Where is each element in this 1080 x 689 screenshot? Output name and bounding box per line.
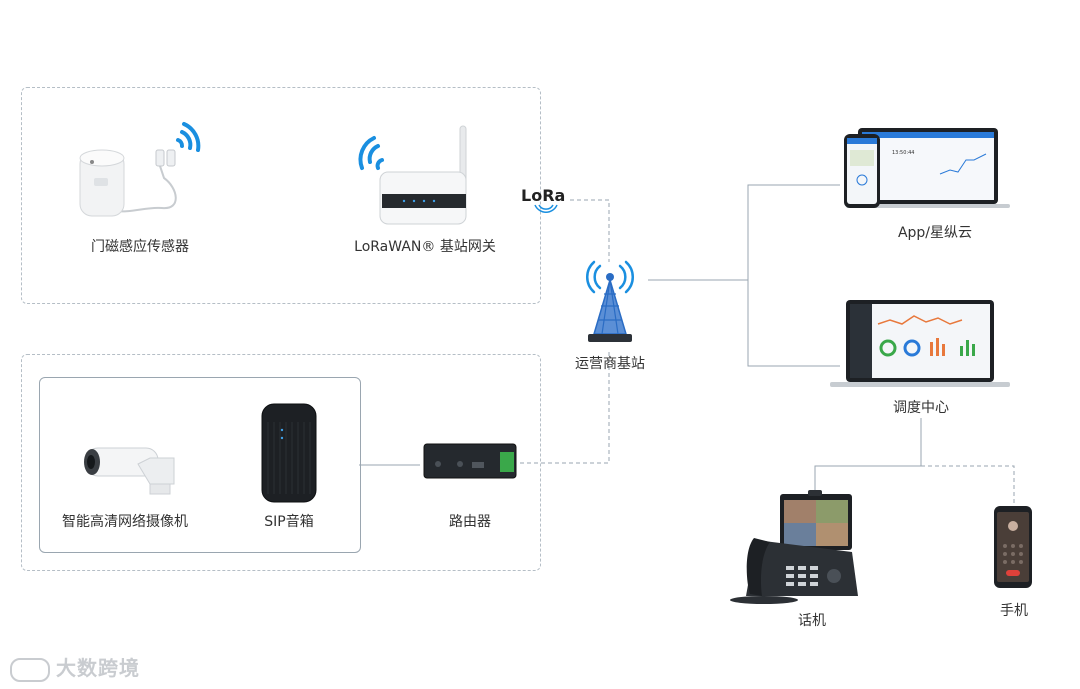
screen-clock-text: 13:50:44: [892, 150, 914, 156]
router-label: 路由器: [449, 514, 491, 530]
lorawan-group-box: [21, 87, 541, 304]
desk-phone-image: [730, 490, 858, 604]
watermark-icon: [10, 657, 50, 682]
app-cloud-label: App/星纵云: [897, 225, 973, 241]
sip-speaker-label: SIP音箱: [264, 514, 314, 530]
wireless-signal-icon: [176, 122, 201, 152]
lora-logo: LoRa: [521, 186, 566, 205]
tower-dispatch-link: [747, 280, 840, 367]
ip-group-box: [21, 354, 541, 571]
dispatch-center-label: 调度中心: [893, 400, 949, 416]
app-cloud-image: 13:50:44: [844, 128, 1010, 208]
camera-label: 智能高清网络摄像机: [62, 514, 188, 530]
router-image: [423, 443, 517, 479]
base-station-tower-icon: [585, 260, 635, 342]
mobile-phone-label: 手机: [1000, 603, 1028, 619]
watermark-logo: 大数跨境: [10, 652, 140, 682]
dispatch-center-image: [830, 300, 1010, 387]
door-sensor-label: 门磁感应传感器: [91, 239, 189, 255]
door-sensor-image: [79, 122, 201, 217]
gateway-label: LoRaWAN® 基站网关: [354, 239, 496, 255]
dispatch-phones-link: [814, 418, 922, 498]
desk-phone-label: 话机: [798, 613, 826, 629]
lora-signal-icon: [534, 204, 558, 213]
base-station-label: 运营商基站: [575, 356, 645, 372]
dispatch-mobile-link: [921, 465, 1015, 506]
sip-speaker-image: [261, 403, 317, 503]
camera-image: [84, 447, 175, 495]
watermark-text: 大数跨境: [56, 656, 140, 680]
tower-cloud-link: [648, 184, 840, 281]
mobile-phone-image: [994, 506, 1032, 588]
lora-link: [570, 199, 610, 262]
wireless-signal-icon: [358, 136, 384, 170]
router-uplink: [520, 350, 610, 464]
gateway-image: [358, 125, 467, 225]
